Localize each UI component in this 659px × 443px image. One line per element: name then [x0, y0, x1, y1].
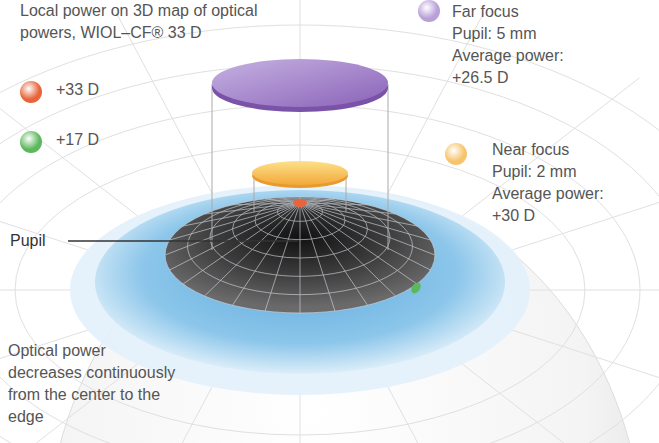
far-projection: [388, 84, 389, 250]
eyeball-grid: [530, 290, 659, 291]
eyeball: [45, 190, 645, 443]
near-projection: [254, 175, 255, 212]
lens-grid: [300, 203, 417, 226]
legend-text: +33 D: [56, 79, 99, 101]
max-power-dot: [293, 199, 307, 207]
lens-grid: [183, 203, 300, 226]
lens-grid: [265, 203, 300, 311]
eyeball-grid: [0, 65, 659, 443]
legend-swatch: [20, 81, 42, 103]
focus-detail: Pupil: 5 mm: [452, 23, 627, 45]
pupil-label: Pupil: [10, 230, 70, 252]
pupil-leader: [68, 240, 298, 241]
lens-grid: [300, 203, 368, 305]
caption-text: Local power on 3D map of optical powers,…: [20, 0, 270, 44]
lens-grid: [165, 203, 300, 255]
eyeball-grid: [0, 105, 640, 443]
lens-grid: [165, 197, 435, 313]
lens-grid: [183, 203, 300, 284]
eyeball-grid: [300, 395, 301, 443]
legend-text: +17 D: [56, 129, 99, 151]
lens-grid: [300, 203, 430, 240]
eyeball-grid: [388, 387, 484, 443]
focus-detail: Pupil: 2 mm: [492, 161, 642, 183]
lens-grid: [205, 203, 300, 214]
lens-grid: [300, 203, 335, 311]
focus-detail: Average power: +30 D: [492, 183, 622, 227]
lens: [165, 197, 435, 313]
legend-text: Far focus: [452, 1, 519, 23]
near-projection: [346, 175, 347, 212]
far-projection: [212, 84, 213, 250]
legend-swatch: [20, 131, 42, 153]
eyeball-grid: [0, 78, 137, 216]
cornea: [95, 190, 505, 374]
lens-grid: [233, 203, 301, 305]
legend-text: Near focus: [492, 139, 569, 161]
focus-detail: Average power: +26.5 D: [452, 45, 582, 89]
eyeball-grid: [0, 290, 70, 291]
lens-grid: [300, 203, 430, 270]
legend-swatch: [418, 0, 440, 22]
far-disc: [212, 59, 388, 107]
eyeball-grid: [463, 364, 640, 443]
lens-grid: [300, 203, 435, 255]
cornea-rim: [70, 185, 530, 395]
note-text: Optical power decreases continuously fro…: [8, 340, 183, 428]
legend-swatch: [445, 143, 467, 165]
lens-grid: [300, 203, 417, 284]
lens-grid: [170, 203, 300, 270]
min-power-dot: [409, 281, 422, 295]
lens-grid: [300, 203, 301, 313]
near-disc: [252, 161, 348, 185]
lens-grid: [233, 203, 301, 205]
lens-grid: [170, 203, 300, 240]
eyeball-grid: [0, 25, 659, 443]
eyeball-grid: [512, 330, 659, 405]
